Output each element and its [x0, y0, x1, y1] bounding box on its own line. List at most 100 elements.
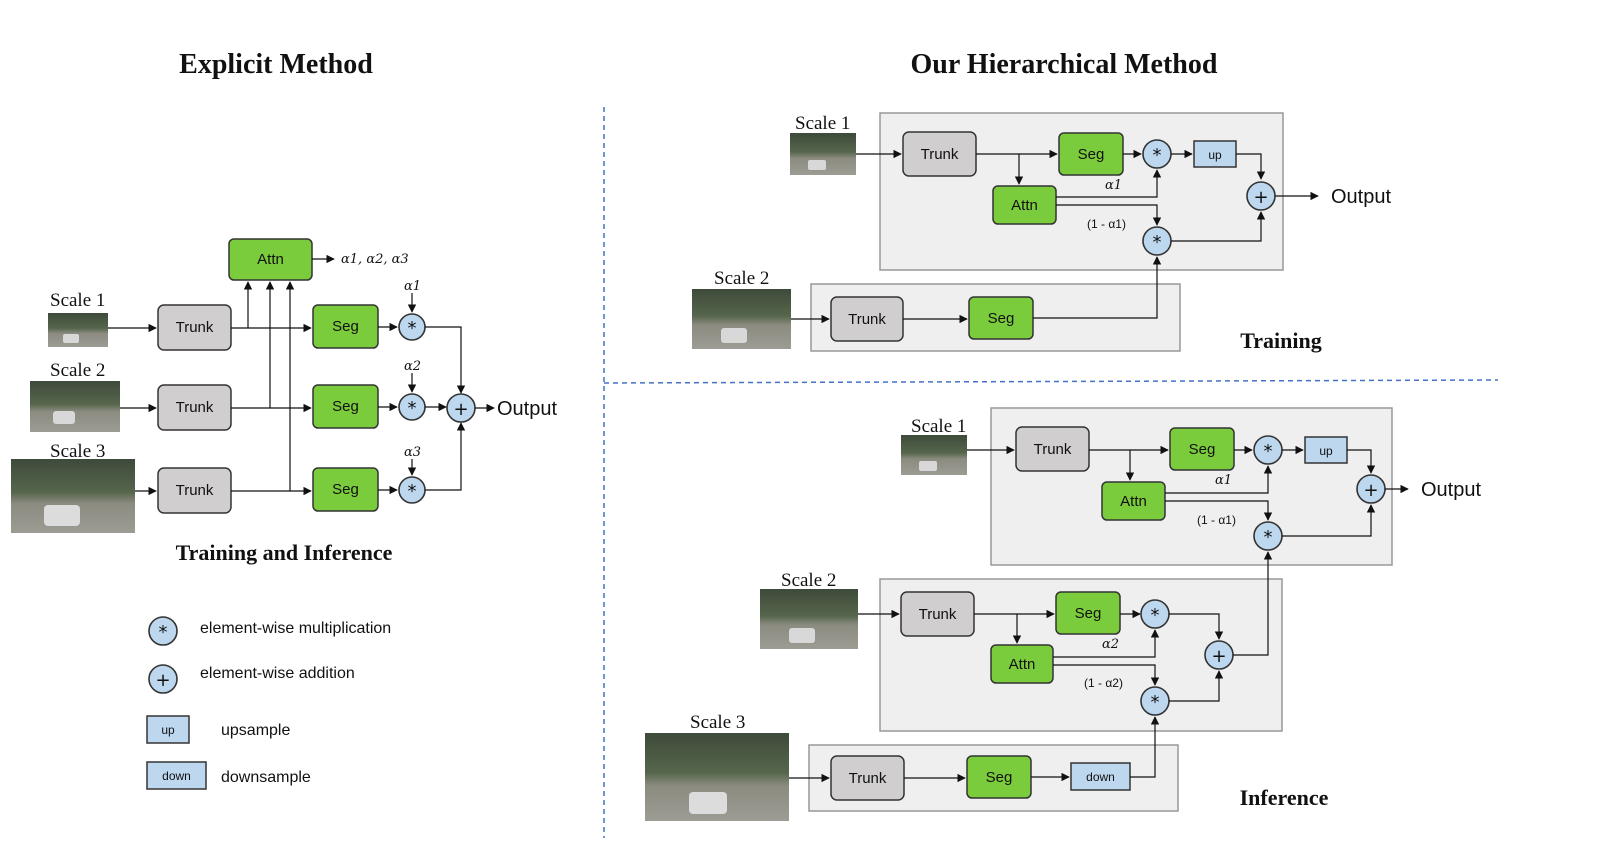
train-one-minus-alpha1: (1 - α1)	[1087, 217, 1126, 231]
inf-attn-2	[990, 644, 1054, 684]
explicit-mul-2: *	[398, 393, 426, 421]
inf-trunk-2-label: Trunk	[919, 606, 957, 623]
inf-add-1: +	[1356, 474, 1386, 504]
svg-text:*: *	[1151, 605, 1160, 626]
inf-add-2: +	[1204, 640, 1234, 670]
scale1-label: Scale 1	[50, 290, 105, 311]
scale2-label: Scale 2	[50, 360, 105, 381]
explicit-trunk-3-label: Trunk	[176, 482, 214, 499]
training-diagram: Scale 1 Trunk Seg Attn * α1 (1 - α1) * u…	[692, 112, 1391, 353]
train-trunk-1-label: Trunk	[921, 146, 959, 163]
legend-add-text: element-wise addition	[200, 665, 355, 682]
explicit-seg-1-label: Seg	[332, 318, 359, 335]
svg-text:*: *	[1153, 232, 1162, 253]
train-seg-1-label: Seg	[1078, 146, 1105, 163]
explicit-trunk-1-label: Trunk	[176, 319, 214, 336]
inf-mul-1: *	[1253, 435, 1283, 465]
legend-down-box	[146, 761, 207, 790]
legend-mul-text: element-wise multiplication	[200, 620, 391, 637]
inference-caption: Inference	[1240, 785, 1329, 810]
train-trunk-2-label: Trunk	[848, 311, 886, 328]
train-scale2-label: Scale 2	[714, 268, 769, 289]
inf-one-minus-alpha2: (1 - α2)	[1084, 676, 1123, 690]
inf-trunk-1-label: Trunk	[1034, 441, 1072, 458]
scale2-image	[30, 381, 120, 432]
inf-mul-4: *	[1140, 686, 1170, 716]
train-infer-caption: Training and Inference	[176, 540, 393, 565]
svg-text:+: +	[453, 399, 468, 420]
train-alpha1: α1	[1105, 178, 1122, 193]
svg-text:*: *	[1264, 527, 1273, 548]
inf-seg-1	[1169, 427, 1235, 471]
svg-text:*: *	[1151, 692, 1160, 713]
inf-seg-1-label: Seg	[1189, 441, 1216, 458]
svg-text:+: +	[1363, 480, 1378, 501]
inf-scale3-image	[645, 733, 789, 821]
legend-add-icon: +	[148, 664, 178, 694]
legend-up-box-label: up	[161, 723, 175, 737]
train-mul-1: *	[1142, 139, 1172, 169]
train-scale2-image	[692, 289, 791, 349]
legend-down-text: downsample	[221, 769, 311, 786]
scale3-label: Scale 3	[50, 441, 105, 462]
svg-text:*: *	[159, 622, 168, 643]
inf-attn-2-label: Attn	[1009, 656, 1036, 673]
explicit-trunk-2-label: Trunk	[176, 399, 214, 416]
explicit-mul-3: *	[398, 476, 426, 504]
legend-mul-icon: *	[148, 616, 178, 646]
svg-text:+: +	[1211, 646, 1226, 667]
hierarchical-title: Our Hierarchical Method	[911, 49, 1218, 80]
explicit-title: Explicit Method	[179, 49, 373, 80]
svg-text:+: +	[1253, 187, 1268, 208]
train-mul-2: *	[1142, 226, 1172, 256]
inf-trunk-3-label: Trunk	[849, 770, 887, 787]
svg-text:*: *	[408, 481, 417, 502]
explicit-alphas-label: α1, α2, α3	[341, 252, 409, 267]
inf-trunk-1	[1015, 426, 1090, 472]
inf-down-label: down	[1086, 770, 1115, 784]
legend-up-box	[146, 715, 190, 744]
inf-one-minus-alpha1: (1 - α1)	[1197, 513, 1236, 527]
legend-up-text: upsample	[221, 722, 290, 739]
inf-scale1-label: Scale 1	[911, 416, 966, 437]
inf-output-label: Output	[1421, 479, 1481, 501]
scale3-image	[11, 459, 135, 533]
train-attn-label: Attn	[1011, 197, 1038, 214]
inf-scale2-label: Scale 2	[781, 570, 836, 591]
inf-attn-1-label: Attn	[1120, 493, 1147, 510]
train-scale1-image	[790, 133, 856, 175]
explicit-method-diagram: Scale 1 Scale 2 Scale 3 Trunk Trunk Trun…	[11, 238, 557, 565]
inf-up-label: up	[1319, 444, 1333, 458]
svg-text:*: *	[408, 318, 417, 339]
inf-scale2-image	[760, 589, 858, 649]
train-add: +	[1246, 181, 1276, 211]
inf-down-box	[1070, 762, 1131, 791]
legend: * element-wise multiplication + element-…	[146, 616, 391, 790]
legend-down-box-label: down	[162, 769, 191, 783]
svg-text:+: +	[155, 670, 170, 691]
inf-scale3-label: Scale 3	[690, 712, 745, 733]
explicit-add: +	[446, 393, 476, 423]
horizontal-divider	[603, 379, 1499, 384]
inf-seg-3-label: Seg	[986, 769, 1013, 786]
explicit-output-label: Output	[497, 398, 557, 420]
explicit-seg-3-label: Seg	[332, 481, 359, 498]
svg-text:*: *	[1153, 145, 1162, 166]
train-output-label: Output	[1331, 186, 1391, 208]
training-caption: Training	[1240, 328, 1322, 353]
inf-mul-3: *	[1140, 599, 1170, 629]
svg-text:*: *	[1264, 441, 1273, 462]
inf-scale1-image	[901, 435, 967, 475]
inf-seg-2-label: Seg	[1075, 605, 1102, 622]
explicit-alpha2: α2	[404, 359, 421, 374]
explicit-mul-1: *	[398, 313, 426, 341]
inf-mul-2: *	[1253, 521, 1283, 551]
inf-alpha1: α1	[1215, 473, 1232, 488]
explicit-alpha3: α3	[404, 445, 421, 460]
svg-text:*: *	[408, 398, 417, 419]
train-seg-2-label: Seg	[988, 310, 1015, 327]
inf-alpha2: α2	[1102, 637, 1119, 652]
train-scale1-label: Scale 1	[795, 113, 850, 134]
explicit-attn-label: Attn	[257, 251, 284, 268]
